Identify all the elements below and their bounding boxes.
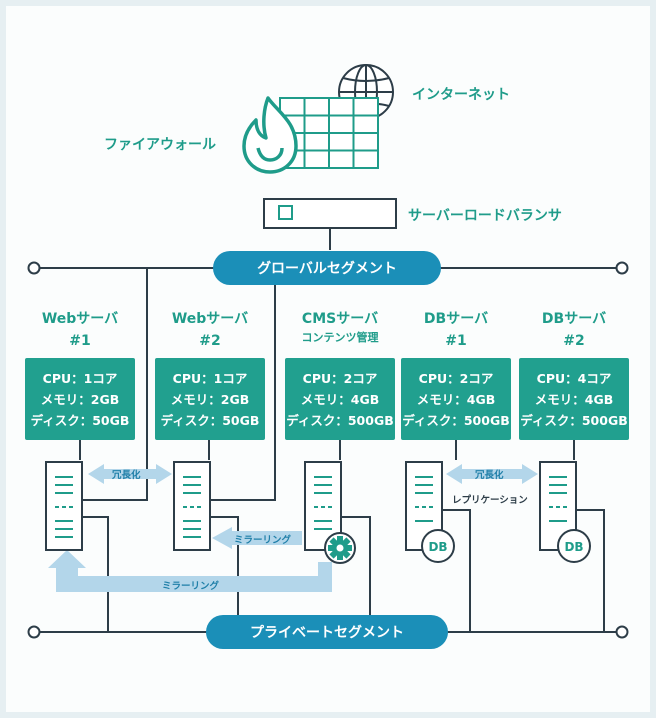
mirroring-upper-arrow xyxy=(212,527,302,549)
load-balancer-label: サーバーロードバランサ xyxy=(408,208,562,224)
db1-badge-text: DB xyxy=(428,540,447,554)
mirroring-lower-label: ミラーリング xyxy=(162,581,220,592)
private-line-left-end xyxy=(27,625,41,639)
spec-box-web2: CPU：1コアメモリ：2GB ディスク：50GB xyxy=(155,358,265,440)
server-web2-name: Webサーバ#2 xyxy=(171,311,249,349)
spec-memory: メモリ：2GB xyxy=(40,391,120,407)
global-line-left-end xyxy=(27,261,41,275)
global-segment-pill: グローバルセグメント xyxy=(213,251,441,285)
redundancy-db-label: 冗長化 xyxy=(475,470,504,481)
server-stripes xyxy=(55,476,567,538)
spec-cpu: CPU：2コア xyxy=(302,370,378,386)
internet-label: インターネット xyxy=(412,87,510,103)
spec-memory: メモリ：4GB xyxy=(300,391,380,407)
load-balancer-indicator xyxy=(278,205,293,220)
spec-box-db1: CPU：2コアメモリ：4GB ディスク：500GB xyxy=(401,358,511,440)
spec-box-db2: CPU：4コアメモリ：4GB ディスク：500GB xyxy=(519,358,629,440)
spec-disk: ディスク：500GB xyxy=(402,412,510,428)
redundancy-web-arrow xyxy=(88,464,172,484)
fire-icon xyxy=(242,96,298,174)
spec-memory: メモリ：2GB xyxy=(170,391,250,407)
spec-cpu: CPU：1コア xyxy=(42,370,118,386)
spec-cpu: CPU：2コア xyxy=(418,370,494,386)
server-cms-name: CMSサーバコンテンツ管理 xyxy=(301,311,379,344)
spec-box-cms: CPU：2コアメモリ：4GB ディスク：500GB xyxy=(285,358,395,440)
mirroring-lower-arrow xyxy=(48,550,332,592)
spec-cpu: CPU：4コア xyxy=(536,370,612,386)
server-db2-name: DBサーバ#2 xyxy=(541,311,607,349)
spec-disk: ディスク：50GB xyxy=(30,412,130,428)
web1-global-link xyxy=(82,268,148,501)
spec-box-web1: CPU：1コアメモリ：2GB ディスク：50GB xyxy=(25,358,135,440)
replication-label: レプリケーション xyxy=(452,495,528,506)
db2-badge-circle xyxy=(557,529,591,563)
server-db1-name: DBサーバ#1 xyxy=(423,311,489,349)
db1-badge-circle xyxy=(421,529,455,563)
private-segment-pill: プライベートセグメント xyxy=(206,615,448,649)
server-web1-name: Webサーバ#1 xyxy=(41,311,119,349)
web2-global-link xyxy=(210,268,276,501)
firewall-grid xyxy=(279,97,379,169)
redundancy-web-label: 冗長化 xyxy=(112,470,141,481)
global-line-right-end xyxy=(615,261,629,275)
spec-disk: ディスク：50GB xyxy=(160,412,260,428)
spec-memory: メモリ：4GB xyxy=(534,391,614,407)
spec-cpu: CPU：1コア xyxy=(172,370,248,386)
spec-memory: メモリ：4GB xyxy=(416,391,496,407)
gear-icon xyxy=(324,532,356,564)
redundancy-db-arrow xyxy=(446,464,538,484)
firewall-label: ファイアウォール xyxy=(104,137,216,153)
spec-disk: ディスク：500GB xyxy=(286,412,394,428)
spec-disk: ディスク：500GB xyxy=(520,412,628,428)
db2-badge-text: DB xyxy=(564,540,583,554)
private-line-right-end xyxy=(615,625,629,639)
mirroring-upper-label: ミラーリング xyxy=(234,535,292,546)
